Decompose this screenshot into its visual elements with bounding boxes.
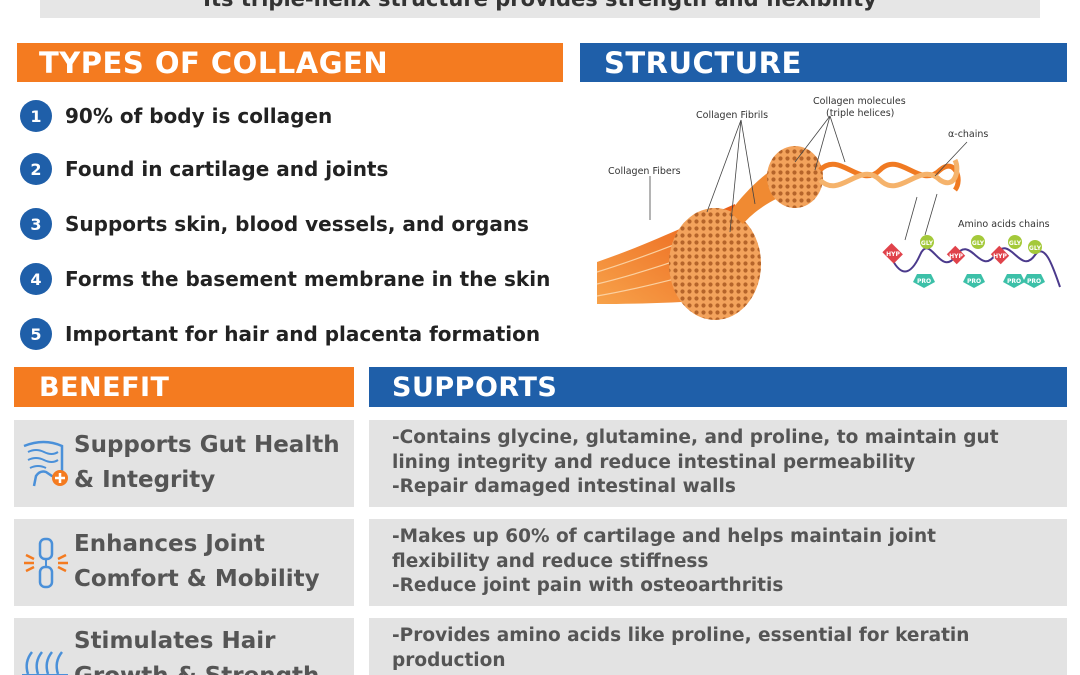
top-banner: Its triple-helix structure provides stre… bbox=[40, 0, 1040, 18]
amino-tag: PRO bbox=[1007, 278, 1021, 285]
support-line: -Provides amino acids like proline, esse… bbox=[392, 625, 970, 646]
collagen-fiber-bundle bbox=[596, 204, 761, 320]
type-item-2: 2 Found in cartilage and joints bbox=[20, 153, 388, 185]
number-badge: 5 bbox=[20, 318, 52, 350]
label-alpha-chains: α-chains bbox=[948, 129, 988, 140]
support-line: -Contains glycine, glutamine, and prolin… bbox=[392, 427, 999, 448]
label-collagen-fibrils: Collagen Fibrils bbox=[696, 110, 768, 121]
support-row-gut: -Contains glycine, glutamine, and prolin… bbox=[369, 420, 1067, 507]
label-triple-helices: (triple helices) bbox=[826, 108, 894, 119]
amino-tag: PRO bbox=[1027, 278, 1041, 285]
intestine-icon bbox=[23, 440, 68, 487]
support-line: -Makes up 60% of cartilage and helps mai… bbox=[392, 526, 937, 547]
support-line: flexibility and reduce stiffness bbox=[392, 550, 709, 572]
type-item-5: 5 Important for hair and placenta format… bbox=[20, 318, 540, 350]
type-item-text: 90% of body is collagen bbox=[65, 104, 333, 128]
benefit-title: Stimulates Hair Growth & Strength bbox=[74, 628, 319, 675]
type-item-text: Important for hair and placenta formatio… bbox=[65, 322, 541, 346]
amino-tag: GLY bbox=[921, 240, 934, 247]
amino-tag: HYP bbox=[993, 253, 1007, 260]
amino-tag: GLY bbox=[972, 240, 985, 247]
amino-tag: GLY bbox=[1009, 240, 1022, 247]
label-amino-acids-chains: Amino acids chains bbox=[958, 219, 1050, 230]
hair-icon bbox=[22, 651, 68, 675]
support-row-joint: -Makes up 60% of cartilage and helps mai… bbox=[369, 519, 1067, 606]
support-line: -Reduce joint pain with osteoarthritis bbox=[392, 575, 784, 596]
triple-helix bbox=[818, 158, 961, 192]
benefit-row-hair: Stimulates Hair Growth & Strength bbox=[14, 618, 354, 675]
collagen-structure-diagram: HYP GLY PRO HYP GLY PRO HYP GLY PRO GLY … bbox=[596, 96, 1061, 320]
benefit-title: Supports Gut Health & Integrity bbox=[74, 432, 340, 493]
label-collagen-fibers: Collagen Fibers bbox=[608, 166, 681, 177]
joint-icon bbox=[24, 537, 68, 589]
banner-text: Its triple-helix structure provides stre… bbox=[40, 0, 1040, 11]
amino-tag: GLY bbox=[1029, 245, 1042, 252]
amino-tag: HYP bbox=[949, 253, 963, 260]
leader-lines bbox=[649, 115, 968, 241]
types-of-collagen-header: TYPES OF COLLAGEN bbox=[17, 43, 563, 82]
amino-acid-chain: HYP GLY PRO HYP GLY PRO HYP GLY PRO GLY … bbox=[882, 235, 1061, 288]
support-line: production bbox=[392, 649, 506, 671]
amino-tag: PRO bbox=[967, 278, 981, 285]
type-item-text: Found in cartilage and joints bbox=[65, 157, 389, 181]
structure-header: STRUCTURE bbox=[580, 43, 1067, 82]
amino-tag: HYP bbox=[886, 251, 900, 258]
benefit-header: BENEFIT bbox=[14, 367, 354, 407]
type-item-text: Forms the basement membrane in the skin bbox=[65, 267, 551, 291]
supports-header: SUPPORTS bbox=[369, 367, 1067, 407]
amino-tag: PRO bbox=[917, 278, 931, 285]
type-item-3: 3 Supports skin, blood vessels, and orga… bbox=[20, 208, 529, 240]
number-badge: 4 bbox=[20, 263, 52, 295]
type-item-4: 4 Forms the basement membrane in the ski… bbox=[20, 263, 550, 295]
benefit-row-joint: Enhances Joint Comfort & Mobility bbox=[14, 519, 354, 606]
type-item-text: Supports skin, blood vessels, and organs bbox=[65, 212, 529, 236]
number-badge: 3 bbox=[20, 208, 52, 240]
collagen-fibril bbox=[730, 146, 823, 224]
support-line: lining integrity and reduce intestinal p… bbox=[392, 451, 916, 473]
support-row-hair: -Provides amino acids like proline, esse… bbox=[369, 618, 1067, 675]
type-item-1: 1 90% of body is collagen bbox=[20, 100, 332, 132]
benefit-title: Enhances Joint Comfort & Mobility bbox=[74, 531, 320, 592]
benefit-row-gut: Supports Gut Health & Integrity bbox=[14, 420, 354, 507]
number-badge: 2 bbox=[20, 153, 52, 185]
support-line: -Repair damaged intestinal walls bbox=[392, 476, 736, 497]
number-badge: 1 bbox=[20, 100, 52, 132]
label-collagen-molecules: Collagen molecules bbox=[813, 96, 906, 107]
